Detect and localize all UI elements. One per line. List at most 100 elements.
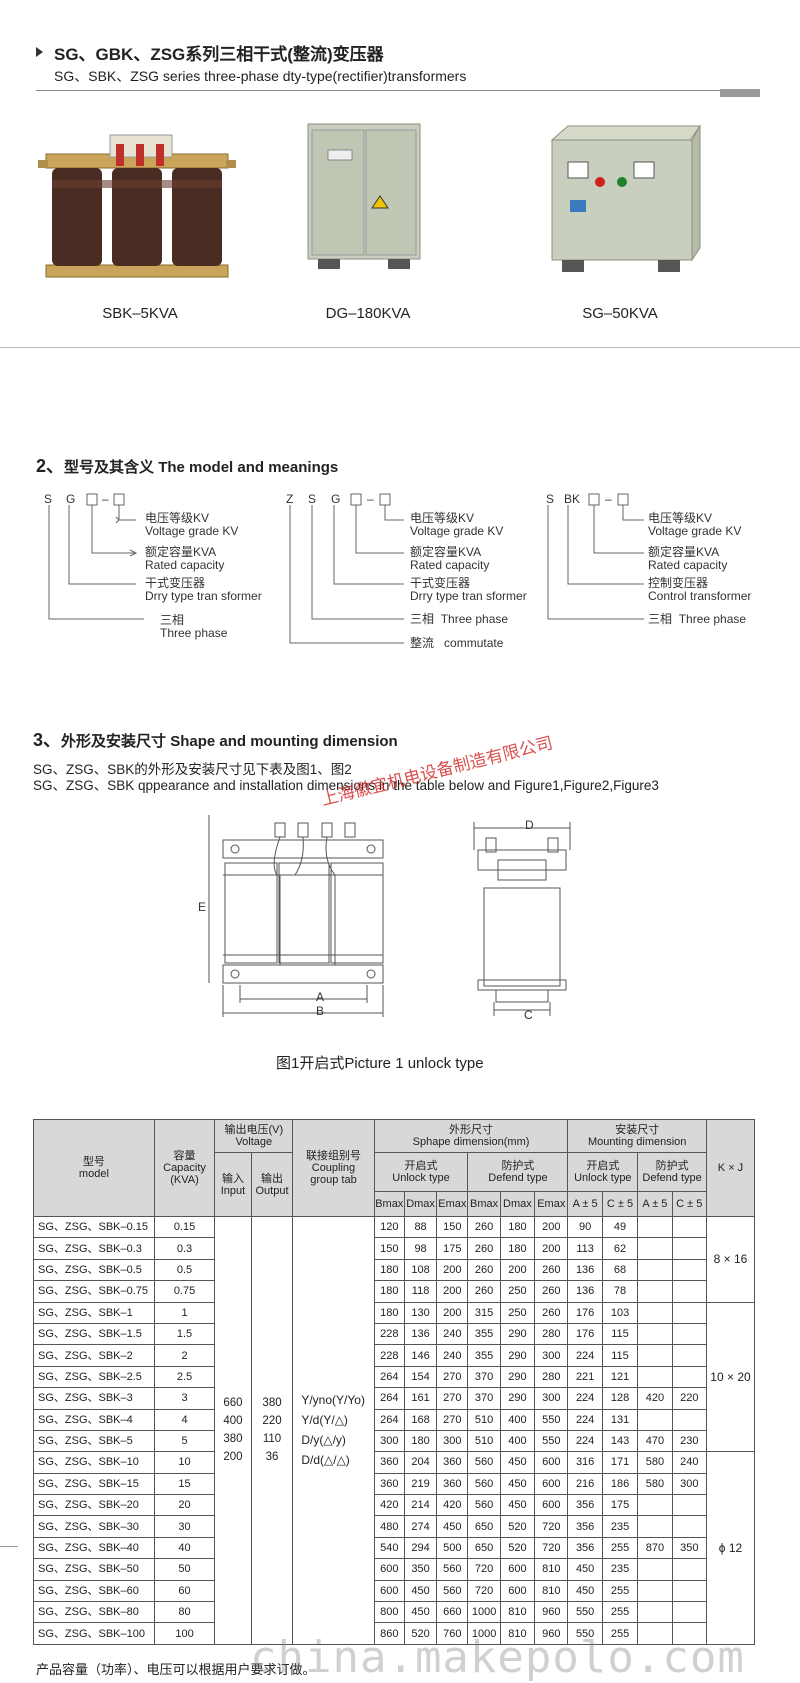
cell-value: 200 [534,1237,569,1260]
section-3-paragraph-cn: SG、ZSG、SBK的外形及安装尺寸见下表及图1、图2 [33,762,352,777]
cell-value: 260 [534,1301,569,1324]
section-3-title: 3、外形及安装尺寸 Shape and mounting dimension [33,730,398,750]
cell-value: 520 [499,1536,536,1560]
cell-value: 580 [637,1451,673,1474]
cell-value: 180 [499,1237,536,1260]
cell-value [637,1579,673,1603]
cell-value: 270 [436,1387,469,1410]
cell-value: 270 [436,1408,469,1431]
cell-value: 180 [499,1215,536,1239]
cell-value: 136 [567,1258,603,1282]
cell-value: 356 [567,1536,603,1560]
cell-value: 136 [403,1322,438,1346]
cell-value: 143 [601,1429,639,1453]
header-divider [36,90,760,91]
cell-model: SG、ZSG、SBK–20 [33,1494,155,1517]
cell-capacity: 20 [153,1494,216,1517]
section-3-paragraph-en: SG、ZSG、SBK qppearance and installation d… [33,778,659,793]
cell-value: 78 [601,1280,639,1303]
cell-value: 600 [534,1472,569,1496]
cell-value: 154 [403,1365,438,1389]
cell-value [637,1601,673,1624]
cell-value: 560 [436,1579,469,1603]
cell-value: 870 [637,1536,673,1560]
dim-label-b: B [316,1004,325,1018]
cell-value [671,1301,707,1324]
cell-model: SG、ZSG、SBK–4 [33,1408,155,1431]
cell-input-voltages: 660 400 380 200 [214,1216,252,1645]
cell-value: 600 [373,1558,405,1581]
cell-capacity: 2.5 [153,1365,216,1389]
cell-model: SG、ZSG、SBK–3 [33,1387,155,1410]
cell-value: 560 [467,1472,501,1496]
cell-value [671,1579,707,1603]
header-mount-defend: 防护式 Defend type [637,1152,707,1192]
cell-value: 315 [467,1301,501,1324]
cell-output-voltages: 380 220 110 36 [250,1216,294,1645]
model-2-letter-z: Z [286,492,294,506]
header-model: 型号 model [33,1119,155,1217]
cell-value: 274 [403,1515,438,1538]
model-2-dash: – [367,492,374,506]
cell-value: 510 [467,1429,501,1453]
cell-value: 450 [499,1451,536,1474]
cell-value: 550 [534,1408,569,1431]
model-2-label-phase: 三相 Three phase [410,612,509,626]
model-3-dash: – [605,492,612,506]
header-shape-dimension: 外形尺寸 Sphape dimension(mm) [373,1119,569,1153]
cell-value: 600 [534,1494,569,1517]
product-caption-2: DG–180KVA [325,305,411,322]
cell-value: 560 [436,1558,469,1581]
cell-value: 216 [567,1472,603,1496]
cell-capacity: 3 [153,1387,216,1410]
cell-value: 175 [601,1494,639,1517]
cell-value [671,1322,707,1346]
header-emax-defend: Emax [534,1191,569,1217]
cell-value: 115 [601,1322,639,1346]
cell-value: 350 [671,1536,707,1560]
cell-value: 420 [373,1494,405,1517]
cell-capacity: 40 [153,1536,216,1560]
model-3-label-phase: 三相 Three phase [648,612,747,626]
cell-value: 1000 [467,1622,501,1645]
cell-value [637,1301,673,1324]
header-mounting-dimension: 安装尺寸 Mounting dimension [567,1119,707,1153]
cell-model: SG、ZSG、SBK–50 [33,1558,155,1581]
cell-value: 228 [373,1344,405,1367]
cell-value: 121 [601,1365,639,1389]
header-shape-unlock: 开启式 Unlock type [373,1152,469,1192]
cell-value [671,1515,707,1538]
cell-value: 480 [373,1515,405,1538]
cell-value: 150 [373,1237,405,1260]
cell-value [671,1601,707,1624]
header-dmax-defend: Dmax [499,1191,536,1217]
cell-value: 356 [567,1494,603,1517]
cell-value: 810 [499,1622,536,1645]
cell-value: 240 [436,1344,469,1367]
cell-value: 68 [601,1258,639,1282]
cell-value: 660 [436,1601,469,1624]
cell-value: 720 [534,1515,569,1538]
cell-capacity: 50 [153,1558,216,1581]
header-shape-defend: 防护式 Defend type [467,1152,569,1192]
cell-value: 219 [403,1472,438,1496]
cell-model: SG、ZSG、SBK–0.3 [33,1237,155,1260]
cell-value: 520 [499,1515,536,1538]
cell-value: 200 [534,1215,569,1239]
cell-value: 131 [601,1408,639,1431]
cell-value: 810 [534,1558,569,1581]
cell-capacity: 80 [153,1601,216,1624]
cell-value: 560 [467,1451,501,1474]
cell-capacity: 0.15 [153,1215,216,1239]
cell-value: 316 [567,1451,603,1474]
cell-value: 171 [601,1451,639,1474]
